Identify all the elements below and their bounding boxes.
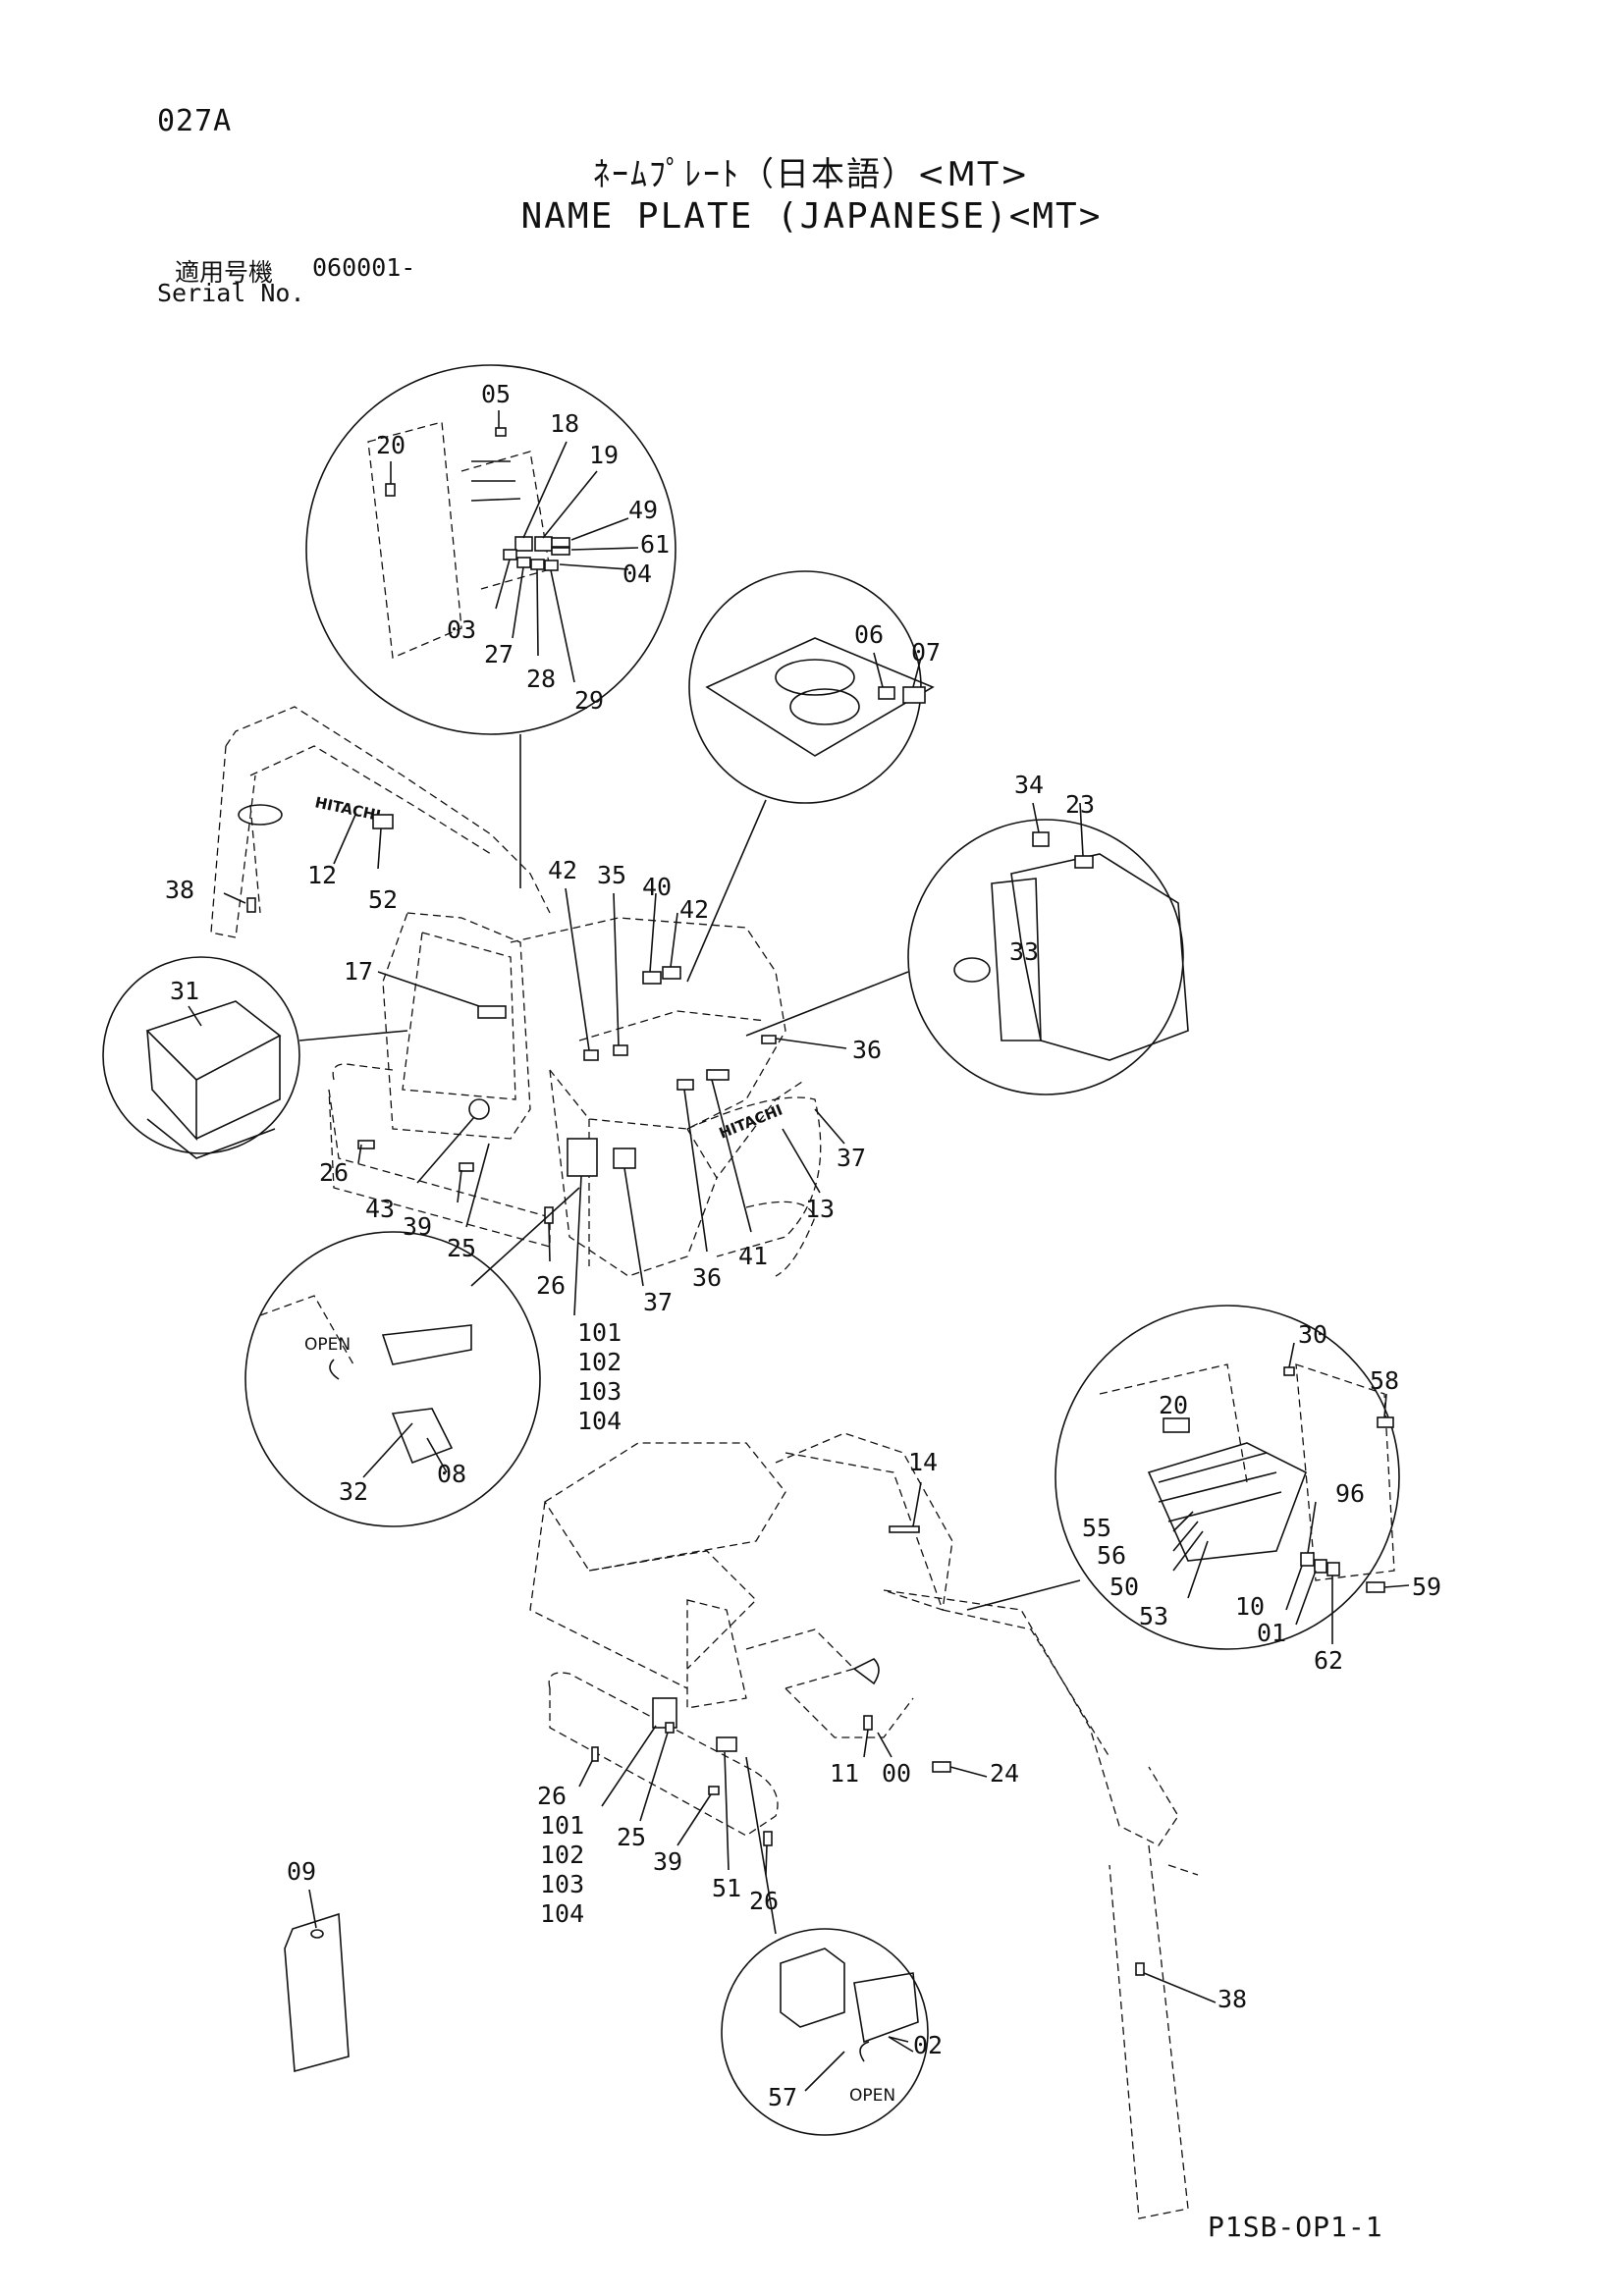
callout-26-third: 26 [537,1782,567,1810]
detail-cab-interior-lower [1055,1305,1400,1650]
excavator-upper-view: HITACHI HITACHI [210,706,822,1277]
callout-101-lower: 101 [540,1811,584,1840]
callout-numbers: 05 18 19 20 49 61 04 03 27 28 29 06 07 3… [165,380,1441,2111]
open-label-upper: OPEN [304,1335,351,1355]
callout-39-lower: 39 [653,1847,682,1876]
callout-37-second: 37 [643,1288,673,1316]
callout-51: 51 [712,1874,741,1902]
callout-04: 04 [622,560,652,588]
callout-38-lower: 38 [1217,1985,1247,2013]
callout-17: 17 [344,957,373,986]
callout-34: 34 [1014,771,1044,799]
tag-part [284,1889,350,2073]
callout-25: 25 [447,1234,476,1262]
callout-13: 13 [805,1195,835,1223]
callout-29: 29 [574,686,604,715]
callout-42: 42 [548,856,577,884]
open-label-lower: OPEN [849,2086,895,2106]
callout-26-fourth: 26 [749,1887,779,1915]
serial-number-value: 060001- [312,253,416,282]
callout-57: 57 [768,2083,797,2111]
leader-lines [188,410,1410,2092]
detail-cab-interior [305,364,676,888]
callout-33: 33 [1009,937,1039,966]
callout-101: 101 [577,1318,622,1347]
callout-42-second: 42 [679,895,709,924]
callout-103: 103 [577,1377,622,1406]
callout-19: 19 [589,441,619,469]
callout-53: 53 [1139,1602,1168,1630]
callout-56: 56 [1097,1541,1126,1570]
callout-43: 43 [365,1195,395,1223]
callout-24: 24 [990,1759,1019,1788]
detail-swing-unit [686,570,935,983]
callout-52: 52 [368,885,398,914]
callout-11: 11 [830,1759,859,1788]
callout-26-second: 26 [536,1271,566,1300]
serial-label-japanese: 適用号機 [175,258,274,287]
callout-23: 23 [1065,790,1095,819]
callout-55: 55 [1082,1514,1111,1542]
callout-14: 14 [908,1448,938,1476]
callout-102: 102 [577,1348,622,1376]
detail-open-lid-upper: OPEN [244,1187,580,1527]
callout-20: 20 [376,431,406,459]
callout-18: 18 [550,409,579,438]
excavator-lower-view [529,1432,1199,2219]
callout-36-second: 36 [692,1263,722,1292]
callout-07: 07 [911,638,941,667]
callout-00: 00 [882,1759,911,1788]
callout-25-lower: 25 [617,1823,646,1851]
callout-28: 28 [526,665,556,693]
callout-37: 37 [837,1144,866,1172]
callout-49: 49 [628,496,658,524]
callout-96: 96 [1335,1479,1365,1508]
callout-102-lower: 102 [540,1841,584,1869]
callout-58: 58 [1370,1366,1399,1395]
callout-27: 27 [484,640,514,668]
callout-09: 09 [287,1857,316,1886]
callout-31: 31 [170,977,199,1005]
callout-40: 40 [642,873,672,901]
serial-label-english: Serial No. [157,279,305,307]
callout-01: 01 [1257,1619,1286,1647]
callout-61: 61 [640,530,670,559]
callout-38: 38 [165,876,194,904]
callout-104: 104 [577,1407,622,1435]
callout-41: 41 [738,1242,768,1270]
callout-36: 36 [852,1036,882,1064]
callout-20-lower: 20 [1159,1391,1188,1419]
callout-62: 62 [1314,1646,1343,1675]
detail-engine [745,819,1189,1095]
title-japanese: ﾈｰﾑﾌﾟﾚｰﾄ（日本語）<MT> [592,155,1031,194]
callout-59: 59 [1412,1573,1441,1601]
callout-30: 30 [1298,1320,1327,1349]
callout-103-lower: 103 [540,1870,584,1898]
callout-03: 03 [447,615,476,644]
brand-logo-boom: HITACHI [313,793,382,825]
callout-06: 06 [854,620,884,649]
callout-32: 32 [339,1477,368,1506]
page-code: 027A [157,104,233,138]
callout-02: 02 [913,2031,943,2059]
callout-10: 10 [1235,1592,1265,1621]
callout-08: 08 [437,1460,466,1488]
detail-battery-box [102,956,408,1159]
callout-35: 35 [597,861,626,889]
callout-12: 12 [307,861,337,889]
detail-open-lid-lower: OPEN [721,1756,929,2136]
callout-05: 05 [481,380,511,408]
callout-26: 26 [319,1158,349,1187]
callout-50: 50 [1109,1573,1139,1601]
callout-39: 39 [403,1212,432,1241]
drawing-code: P1SB-OP1-1 [1208,2211,1383,2243]
callout-104-lower: 104 [540,1899,584,1928]
title-english: NAME PLATE (JAPANESE)<MT> [520,196,1103,237]
